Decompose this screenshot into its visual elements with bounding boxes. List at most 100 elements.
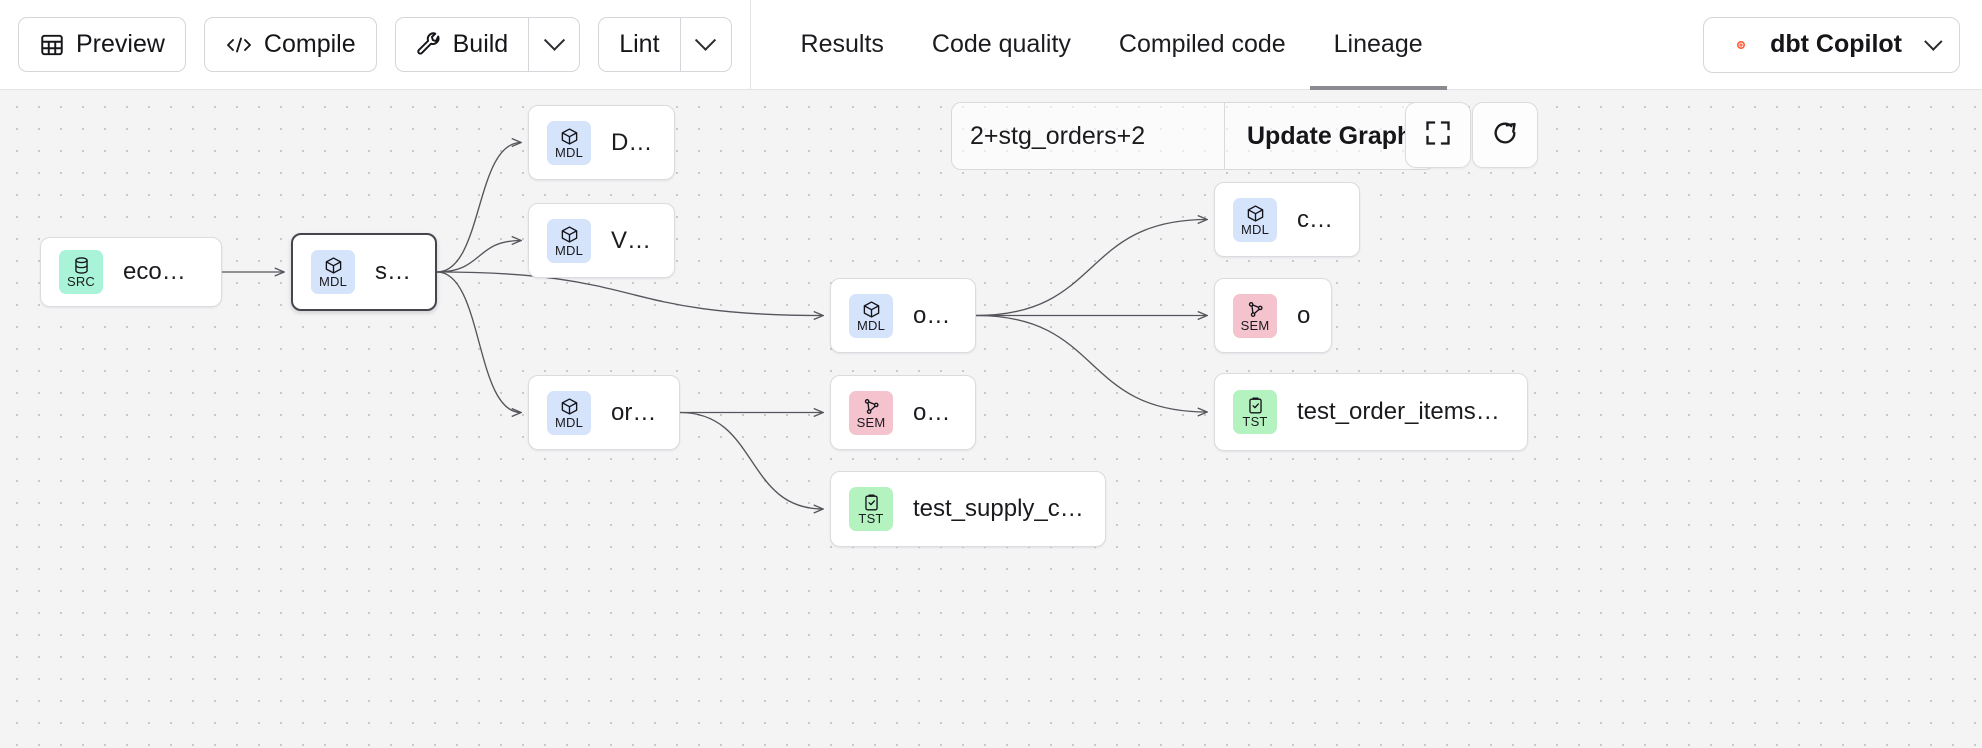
tab-code-quality-label: Code quality [931, 30, 1071, 58]
dbt-copilot-label: dbt Copilot [1770, 30, 1902, 58]
tab-compiled-code[interactable]: Compiled code [1095, 0, 1310, 90]
tab-results-label: Results [800, 30, 884, 58]
lineage-edge-stg_orders-to-order_items [436, 271, 521, 413]
toolbar-divider [749, 0, 751, 90]
toolbar-right: dbt Copilot [1703, 16, 1982, 73]
wrench-icon [416, 31, 442, 58]
cube-icon [324, 256, 343, 275]
cube-icon [1246, 204, 1265, 223]
node-type-badge-mdl: MDL [1233, 197, 1277, 242]
lineage-node-ve_demo[interactable]: MDL VE_Demo [528, 203, 675, 278]
lineage-edge-stg_orders-to-demo [436, 143, 521, 273]
node-type-badge-mdl: MDL [547, 390, 591, 435]
cube-icon [560, 225, 579, 244]
compile-button[interactable]: Compile [203, 17, 377, 72]
node-type-badge-sem: SEM [849, 390, 893, 435]
preview-button[interactable]: Preview [18, 17, 186, 72]
graph-selector-control: Update Graph [951, 102, 1436, 170]
cube-icon [560, 397, 579, 416]
build-split-button: Build [394, 17, 581, 72]
node-label: test_supply_costs_sum_correctly [913, 495, 1087, 522]
node-type-label: MDL [554, 242, 584, 258]
build-dropdown-chevron-down-icon[interactable] [528, 17, 581, 72]
node-type-badge-sem: SEM [1233, 293, 1277, 338]
table-icon [39, 32, 65, 58]
lineage-node-test_order_items[interactable]: TST test_order_items_compute_to_bools_c… [1214, 373, 1528, 451]
compile-label: Compile [263, 30, 356, 58]
copilot-chevron-down-icon [1924, 32, 1943, 51]
toolbar-actions: Preview Compile [0, 0, 732, 90]
code-brackets-icon [225, 32, 253, 58]
lineage-node-demo[interactable]: MDL Demo [528, 105, 675, 180]
node-label: test_order_items_compute_to_bools_c… [1297, 398, 1509, 425]
node-type-label: MDL [1240, 221, 1270, 237]
lineage-node-order_items[interactable]: MDL order_items [528, 375, 680, 450]
refresh-icon [1491, 119, 1519, 152]
tab-lineage[interactable]: Lineage [1309, 0, 1447, 90]
fullscreen-icon [1424, 119, 1452, 152]
lineage-edges [222, 90, 1982, 748]
tab-compiled-code-label: Compiled code [1118, 30, 1286, 58]
lint-button[interactable]: Lint [598, 17, 680, 72]
node-type-badge-mdl: MDL [547, 218, 591, 263]
build-label: Build [452, 30, 509, 58]
node-label: Demo [611, 128, 656, 156]
lint-label: Lint [619, 30, 660, 58]
refresh-button[interactable] [1472, 102, 1538, 168]
node-label: ecom.raw_orders [123, 258, 203, 285]
node-type-label: TST [858, 511, 884, 526]
node-label: VE_Demo [611, 226, 656, 254]
node-type-badge-tst: TST [849, 487, 893, 531]
database-icon [72, 256, 91, 275]
lineage-node-test_supply[interactable]: TST test_supply_costs_sum_correctly [830, 471, 1106, 547]
node-type-badge-mdl: MDL [311, 250, 355, 294]
node-type-label: MDL [554, 144, 584, 160]
lineage-edge-orders_mdl-to-customers [975, 220, 1207, 317]
lint-split-button: Lint [598, 17, 732, 72]
lineage-node-ecom_raw_orders[interactable]: SRC ecom.raw_orders [40, 237, 222, 307]
node-type-label: SEM [1240, 317, 1270, 333]
update-graph-button[interactable]: Update Graph [1224, 103, 1434, 169]
cube-icon [862, 300, 881, 319]
node-type-badge-mdl: MDL [849, 293, 893, 338]
cube-icon [560, 127, 579, 146]
tab-bar: Results Code quality Compiled code Linea… [751, 0, 1447, 90]
node-label: orders [1297, 301, 1313, 329]
lineage-edge-stg_orders-to-ve_demo [436, 241, 521, 273]
lineage-node-order_item_sem[interactable]: SEM order_item [830, 375, 976, 450]
lineage-node-orders_mdl[interactable]: MDL orders [830, 278, 976, 353]
dbt-copilot-icon [1726, 30, 1756, 60]
node-type-badge-tst: TST [1233, 390, 1277, 434]
node-label: stg_orders [375, 258, 417, 285]
node-label: orders [913, 301, 957, 329]
build-button[interactable]: Build [394, 17, 529, 72]
tab-code-quality[interactable]: Code quality [908, 0, 1095, 90]
lineage-edge-orders_mdl-to-test_order_items [975, 314, 1207, 413]
node-label: customers [1297, 205, 1341, 233]
node-label: order_items [611, 398, 661, 426]
node-type-label: MDL [318, 274, 348, 289]
lineage-node-orders_sem[interactable]: SEM orders [1214, 278, 1332, 353]
top-toolbar: Preview Compile [0, 0, 1982, 90]
lineage-canvas[interactable]: SRCecom.raw_ordersMDLstg_ordersMDLDemoMD… [0, 90, 1982, 748]
semantic-icon [1246, 300, 1265, 319]
lint-dropdown-chevron-down-icon[interactable] [679, 17, 732, 72]
node-type-label: SEM [856, 414, 886, 430]
node-type-label: MDL [554, 414, 584, 430]
lineage-node-customers[interactable]: MDL customers [1214, 182, 1360, 257]
fullscreen-button[interactable] [1405, 102, 1471, 168]
dbt-copilot-button[interactable]: dbt Copilot [1703, 16, 1960, 73]
node-type-badge-mdl: MDL [547, 120, 591, 165]
clipboard-check-icon [1246, 396, 1265, 415]
lineage-edge-stg_orders-to-orders_mdl [436, 271, 823, 316]
node-type-label: MDL [856, 317, 886, 333]
node-type-badge-src: SRC [59, 250, 103, 294]
node-label: order_item [913, 398, 957, 426]
lineage-edge-order_items-to-test_supply [679, 411, 823, 510]
tab-lineage-label: Lineage [1333, 30, 1423, 58]
tab-results[interactable]: Results [777, 0, 908, 90]
lineage-node-stg_orders[interactable]: MDL stg_orders [291, 233, 437, 311]
node-type-label: TST [1242, 414, 1268, 429]
semantic-icon [862, 397, 881, 416]
graph-selector-input[interactable] [952, 103, 1224, 169]
